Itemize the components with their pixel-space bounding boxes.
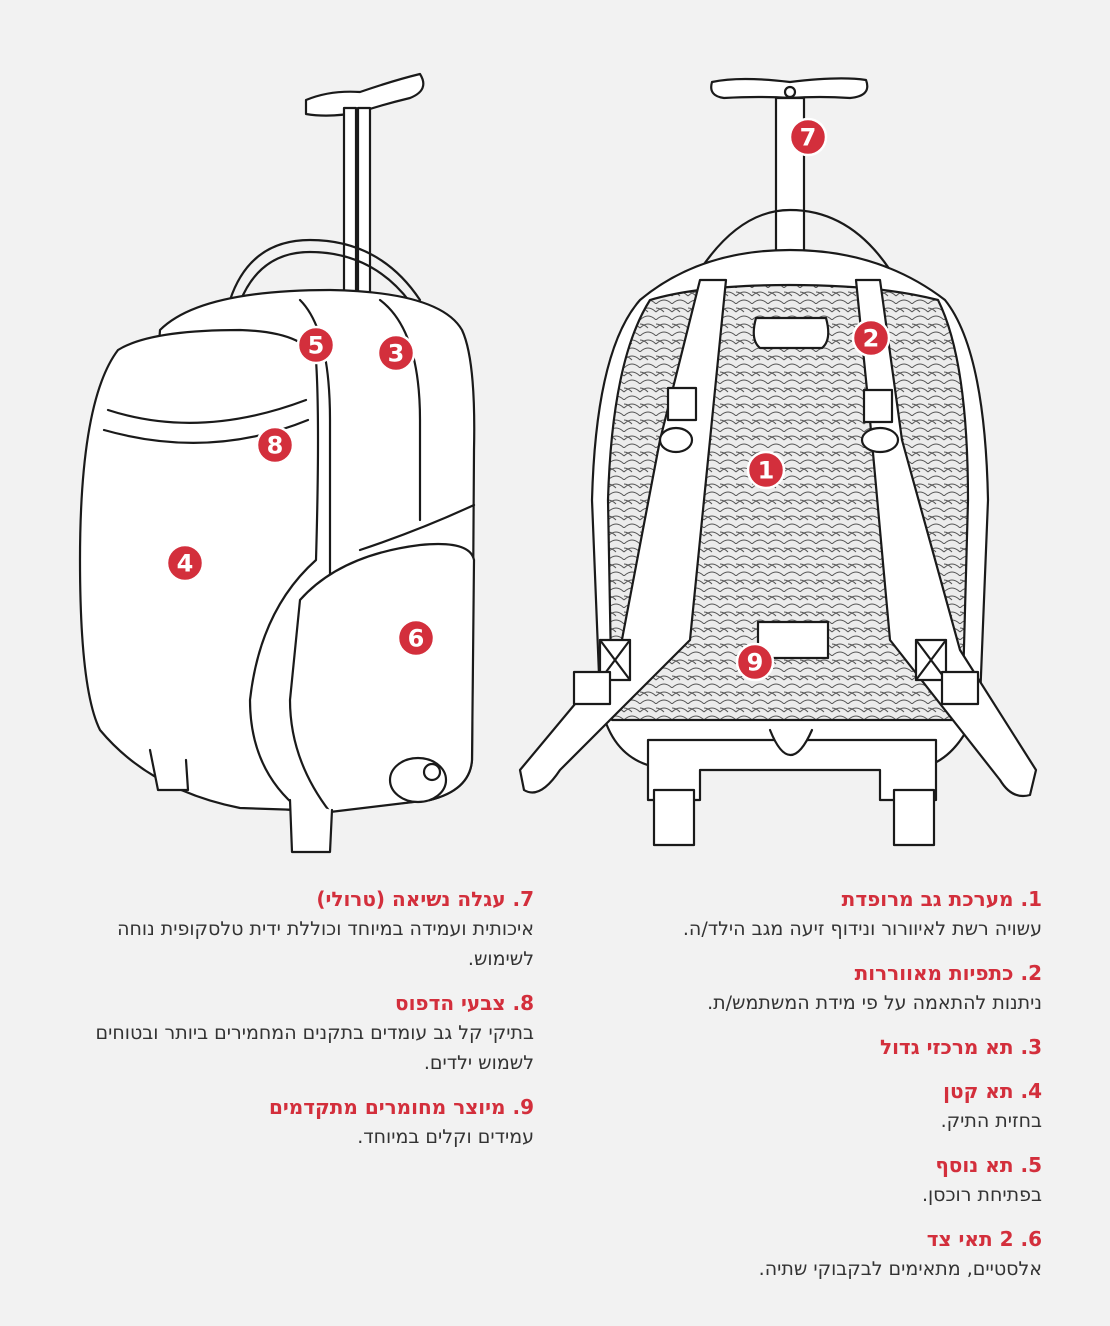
backpack-diagram: 1 2 3 4 5 6 7 8 9: [78, 72, 1038, 854]
badge-circle: [396, 618, 436, 658]
badge-circle: [296, 325, 336, 365]
number-badge-5: 5: [296, 325, 336, 365]
number-badge-3: 3: [376, 333, 416, 373]
feature-item: 7. עגלה נשיאה (טרולי) איכותית ועמידה במיו…: [54, 884, 534, 974]
feature-description: איכותית ועמידה במיוחד וכוללת ידית טלסקופ…: [117, 918, 534, 970]
feature-description: ניתנות להתאמה על פי מידת המשתמש/ת.: [707, 992, 1042, 1014]
feature-title: 4. תא קטן: [943, 1079, 1042, 1103]
feature-title: 3. תא מרכזי גדול: [879, 1035, 1042, 1059]
feature-description: עשויה רשת לאיוורור ונידוף זיעה מגב הילד/…: [682, 918, 1042, 940]
badge-number: 2: [863, 325, 880, 353]
feature-description: בתיקי קל גב עומדים בתקנים המחמירים ביותר…: [95, 1022, 534, 1074]
badge-number: 1: [758, 457, 775, 485]
badge-circle: [255, 425, 295, 465]
number-badge-7: 7: [788, 117, 828, 157]
number-badge-2: 2: [851, 318, 891, 358]
front-view-backpack: [78, 72, 476, 854]
feature-title: 8. צבעי הדפוס: [394, 991, 534, 1015]
badge-number: 3: [388, 340, 405, 368]
number-badge-4: 4: [165, 543, 205, 583]
badge-circle: [165, 543, 205, 583]
number-badge-1: 1: [746, 450, 786, 490]
feature-description: בחזית התיק.: [940, 1110, 1042, 1132]
feature-item: 1. מערכת גב מרופדת עשויה רשת לאיוורור וני…: [562, 884, 1042, 944]
badge-layer: 1 2 3 4 5 6 7 8 9: [165, 117, 891, 682]
feature-title: 9. מיוצר מחומרים מתקדמים: [268, 1095, 534, 1119]
badge-number: 4: [177, 550, 194, 578]
feature-title: 2. כתפיות מאווררות: [854, 961, 1042, 985]
feature-description: אלסטיים, מתאימים לבקבוקי שתיה.: [758, 1258, 1042, 1280]
badge-circle: [851, 318, 891, 358]
feature-title: 5. תא נוסף: [935, 1153, 1042, 1177]
feature-item: 6. 2 תאי צד אלסטיים, מתאימים לבקבוקי שתיה…: [562, 1224, 1042, 1284]
number-badge-8: 8: [255, 425, 295, 465]
side-pocket: [288, 542, 476, 814]
feature-item: 5. תא נוסף בפתיחת רוכסן.: [562, 1150, 1042, 1210]
badge-circle: [735, 642, 775, 682]
feature-item: 2. כתפיות מאווררות ניתנות להתאמה על פי מי…: [562, 958, 1042, 1018]
badge-number: 5: [308, 332, 325, 360]
feature-item: 8. צבעי הדפוס בתיקי קל גב עומדים בתקנים ה…: [54, 988, 534, 1078]
badge-circle: [788, 117, 828, 157]
badge-number: 6: [408, 625, 425, 653]
feature-description: בפתיחת רוכסן.: [921, 1184, 1042, 1206]
feature-item: 3. תא מרכזי גדול: [562, 1032, 1042, 1062]
number-badge-9: 9: [735, 642, 775, 682]
badge-number: 8: [267, 432, 284, 460]
feature-description: עמידים וקלים במיוחד.: [357, 1126, 534, 1148]
badge-number: 7: [800, 124, 817, 152]
feature-title: 6. 2 תאי צד: [926, 1227, 1042, 1251]
number-badge-6: 6: [396, 618, 436, 658]
feature-item: 4. תא קטן בחזית התיק.: [562, 1076, 1042, 1136]
features-list-right: 1. מערכת גב מרופדת עשויה רשת לאיוורור וני…: [562, 884, 1042, 1298]
badge-number: 9: [747, 649, 764, 677]
badge-circle: [746, 450, 786, 490]
badge-circle: [376, 333, 416, 373]
feature-title: 7. עגלה נשיאה (טרולי): [316, 887, 534, 911]
features-list-left: 7. עגלה נשיאה (טרולי) איכותית ועמידה במיו…: [54, 884, 534, 1166]
feature-item: 9. מיוצר מחומרים מתקדמים עמידים וקלים במי…: [54, 1092, 534, 1152]
feature-title: 1. מערכת גב מרופדת: [841, 887, 1042, 911]
